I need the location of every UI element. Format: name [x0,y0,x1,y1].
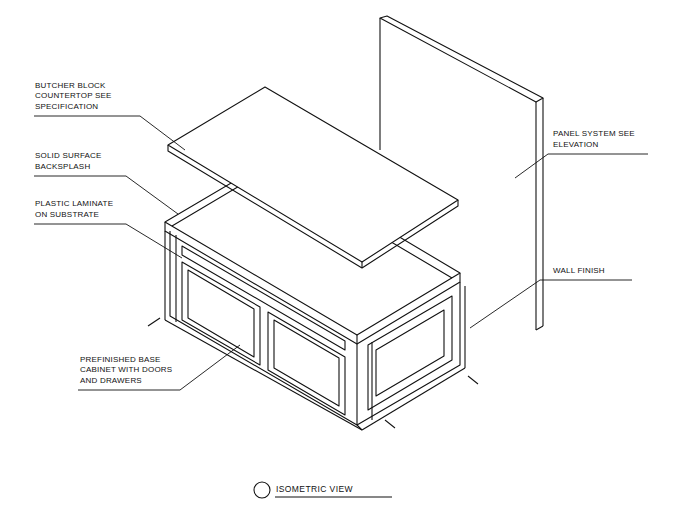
leader-lines [34,116,648,390]
callout-label: PREFINISHED BASE CABINET WITH DOORS AND … [80,355,180,386]
view-caption: ISOMETRIC VIEW [276,484,353,494]
callout-label: BUTCHER BLOCK COUNTERTOP SEE SPECIFICATI… [35,81,131,112]
countertop-slab [168,87,458,268]
callout-label: SOLID SURFACE BACKSPLASH [35,151,125,172]
callout-label: PLASTIC LAMINATE ON SUBSTRATE [35,199,125,220]
callout-label: PANEL SYSTEM SEE ELEVATION [553,129,645,150]
caption-symbol [254,482,392,498]
callout-label: WALL FINISH [553,266,643,276]
